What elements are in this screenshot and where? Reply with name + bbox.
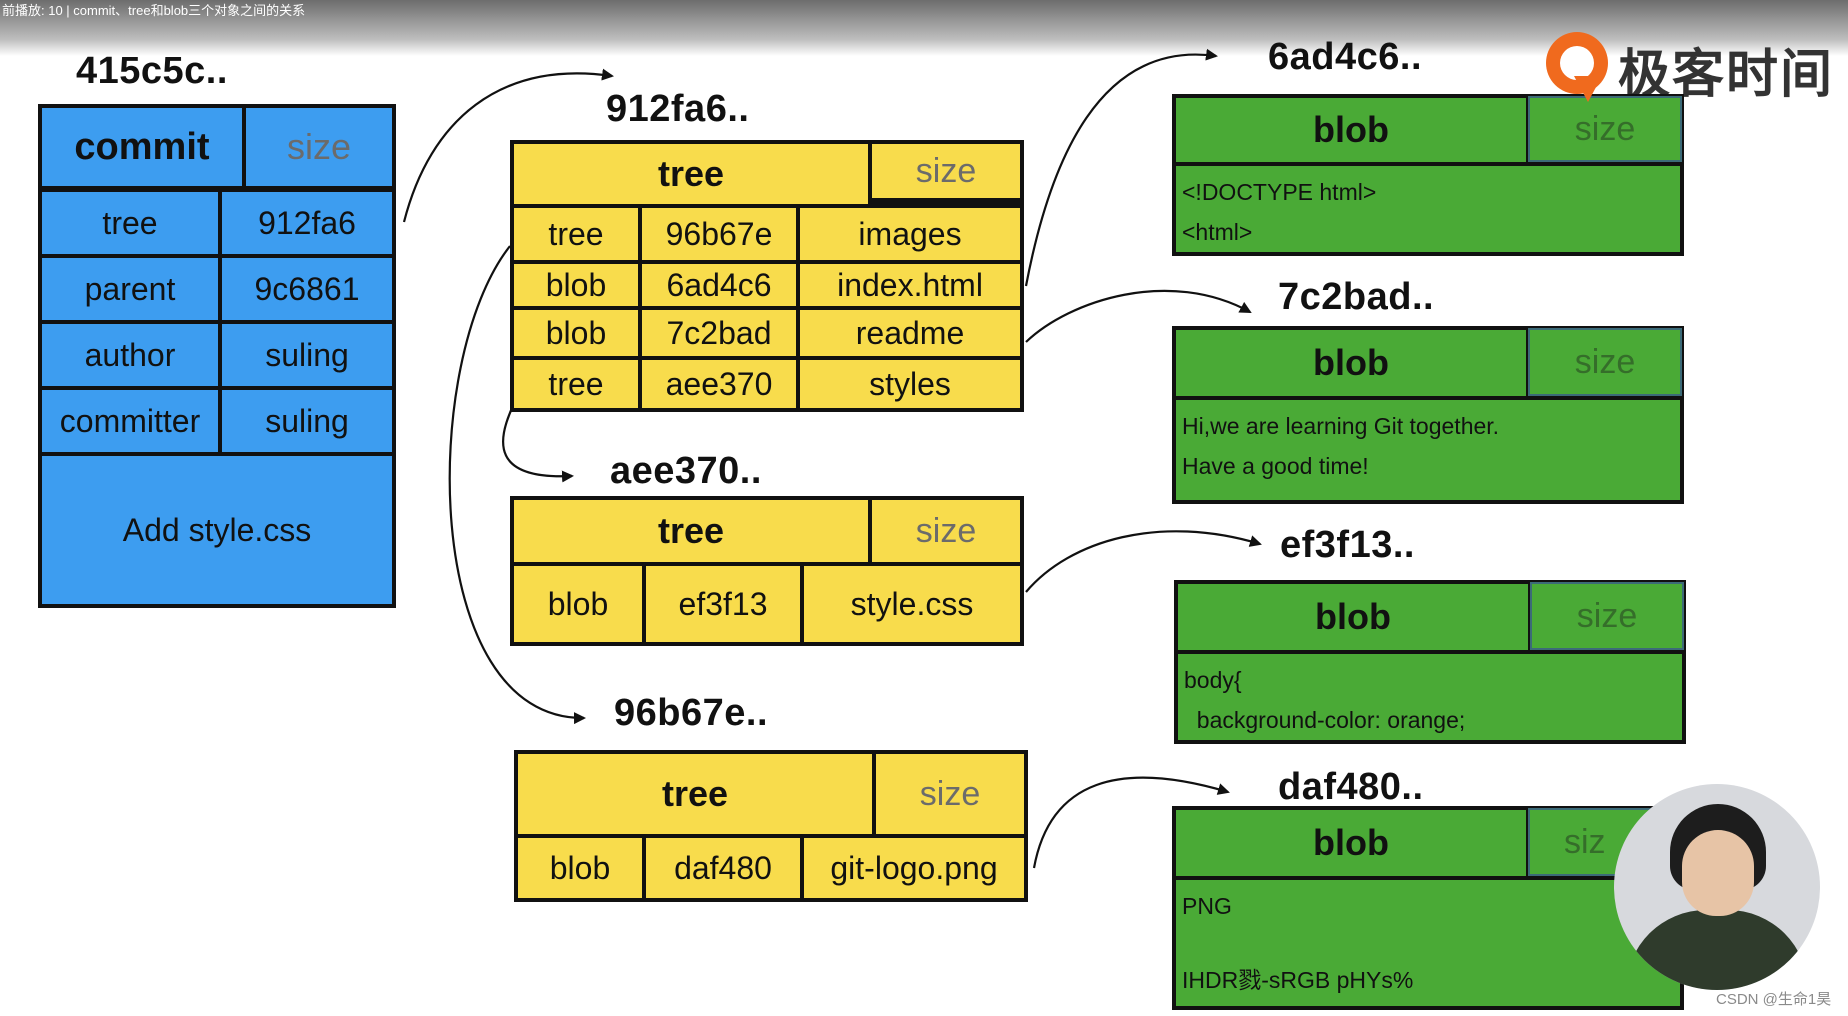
blob-content-line: Hi,we are learning Git together. xyxy=(1182,413,1500,439)
arrow-tree-to-blob-daf480 xyxy=(1032,776,1230,869)
commit-row-value: 912fa6 xyxy=(222,192,392,254)
tree-entry-name: readme xyxy=(800,310,1020,356)
presenter-body xyxy=(1626,910,1808,990)
commit-object: commit size tree 912fa6 parent 9c6861 au… xyxy=(38,104,396,608)
blob-content-line: background-color: orange; xyxy=(1184,707,1466,733)
tree-entry-type: blob xyxy=(514,264,638,306)
commit-row-key: parent xyxy=(42,258,218,320)
tree-hash: aee370.. xyxy=(610,450,762,492)
blob-type-label: blob xyxy=(1176,98,1526,162)
tree-entry-name: index.html xyxy=(800,264,1020,306)
presenter-video xyxy=(1614,784,1820,990)
blob-size-label: size xyxy=(1530,582,1684,650)
tree-size-label: size xyxy=(876,754,1024,834)
blob-content: Hi,we are learning Git together. Have a … xyxy=(1176,400,1680,500)
commit-row-value: suling xyxy=(222,324,392,386)
commit-size-label: size xyxy=(246,108,392,186)
tree-size-label: size xyxy=(872,500,1020,562)
commit-message: Add style.css xyxy=(42,456,392,604)
blob-size-label: size xyxy=(1528,328,1682,396)
tree-entry-hash: aee370 xyxy=(642,360,796,408)
arrow-tree-to-blob-6ad4c6 xyxy=(1024,48,1218,287)
commit-type-label: commit xyxy=(42,108,242,186)
tree-type-label: tree xyxy=(518,754,872,834)
tree-hash: 912fa6.. xyxy=(606,88,750,130)
tree-entry-type: tree xyxy=(514,360,638,408)
blob-content-line: PNG xyxy=(1182,893,1232,919)
video-title-bar: 前播放: 10 | commit、tree和blob三个对象之间的关系 xyxy=(0,0,1848,56)
blob-object: blob siz PNG IHDR戮-sRGB pHYs% xyxy=(1172,806,1684,1010)
blob-content-line: <html> xyxy=(1182,219,1253,245)
blob-object: blob size <!DOCTYPE html> <html> xyxy=(1172,94,1684,256)
blob-content-line: body{ xyxy=(1184,667,1242,693)
tree-entry-hash: ef3f13 xyxy=(646,566,800,642)
tree-entry-type: blob xyxy=(514,310,638,356)
tree-object: tree size blob daf480 git-logo.png xyxy=(514,750,1028,902)
blob-hash: ef3f13.. xyxy=(1280,524,1415,566)
blob-hash: 6ad4c6.. xyxy=(1268,36,1422,78)
arrow-tree-to-tree-96b67e xyxy=(448,245,586,725)
blob-content: body{ background-color: orange; xyxy=(1178,654,1682,740)
blob-hash: daf480.. xyxy=(1278,766,1424,808)
blob-object: blob size Hi,we are learning Git togethe… xyxy=(1172,326,1684,504)
tree-entry-name: images xyxy=(800,208,1020,260)
presenter-face xyxy=(1682,830,1754,916)
tree-entry-name: style.css xyxy=(804,566,1020,642)
blob-content-line: Have a good time! xyxy=(1182,453,1369,479)
blob-hash: 7c2bad.. xyxy=(1278,276,1435,318)
blob-type-label: blob xyxy=(1176,330,1526,396)
watermark: CSDN @生命1昊 xyxy=(1716,991,1832,1008)
tree-size-label: size xyxy=(872,144,1020,198)
commit-row-key: committer xyxy=(42,390,218,452)
tree-object: tree size blob ef3f13 style.css xyxy=(510,496,1024,646)
tree-entry-hash: 6ad4c6 xyxy=(642,264,796,306)
geektime-logo-icon xyxy=(1546,32,1608,102)
blob-content-line: <!DOCTYPE html> xyxy=(1182,179,1377,205)
tree-type-label: tree xyxy=(514,500,868,562)
tree-entry-hash: 96b67e xyxy=(642,208,796,260)
tree-entry-type: blob xyxy=(518,838,642,898)
tree-hash: 96b67e.. xyxy=(614,692,768,734)
tree-entry-hash: 7c2bad xyxy=(642,310,796,356)
video-title: 前播放: 10 | commit、tree和blob三个对象之间的关系 xyxy=(2,3,306,18)
blob-content: <!DOCTYPE html> <html> xyxy=(1176,166,1680,252)
geektime-logo: 极客时间 xyxy=(1546,28,1836,104)
commit-row-value: suling xyxy=(222,390,392,452)
blob-content-line: IHDR戮-sRGB pHYs% xyxy=(1182,967,1414,993)
tree-object: tree size tree 96b67e images blob 6ad4c6… xyxy=(510,140,1024,412)
blob-type-label: blob xyxy=(1176,810,1526,876)
arrow-tree-to-blob-ef3f13 xyxy=(1025,530,1262,593)
tree-entry-hash: daf480 xyxy=(646,838,800,898)
commit-hash: 415c5c.. xyxy=(76,50,228,92)
commit-row-key: tree xyxy=(42,192,218,254)
commit-row-value: 9c6861 xyxy=(222,258,392,320)
arrow-tree-to-blob-7c2bad xyxy=(1025,289,1252,343)
tree-type-label: tree xyxy=(514,144,868,204)
blob-type-label: blob xyxy=(1178,584,1528,650)
tree-entry-name: git-logo.png xyxy=(804,838,1024,898)
tree-entry-type: blob xyxy=(514,566,642,642)
blob-size-label: size xyxy=(1528,96,1682,162)
blob-object: blob size body{ background-color: orange… xyxy=(1174,580,1686,744)
arrow-tree-to-tree-aee370 xyxy=(502,407,574,483)
arrow-commit-to-tree-912fa6 xyxy=(402,68,614,223)
commit-row-key: author xyxy=(42,324,218,386)
tree-entry-name: styles xyxy=(800,360,1020,408)
blob-content: PNG IHDR戮-sRGB pHYs% xyxy=(1176,880,1680,1006)
tree-entry-type: tree xyxy=(514,208,638,260)
